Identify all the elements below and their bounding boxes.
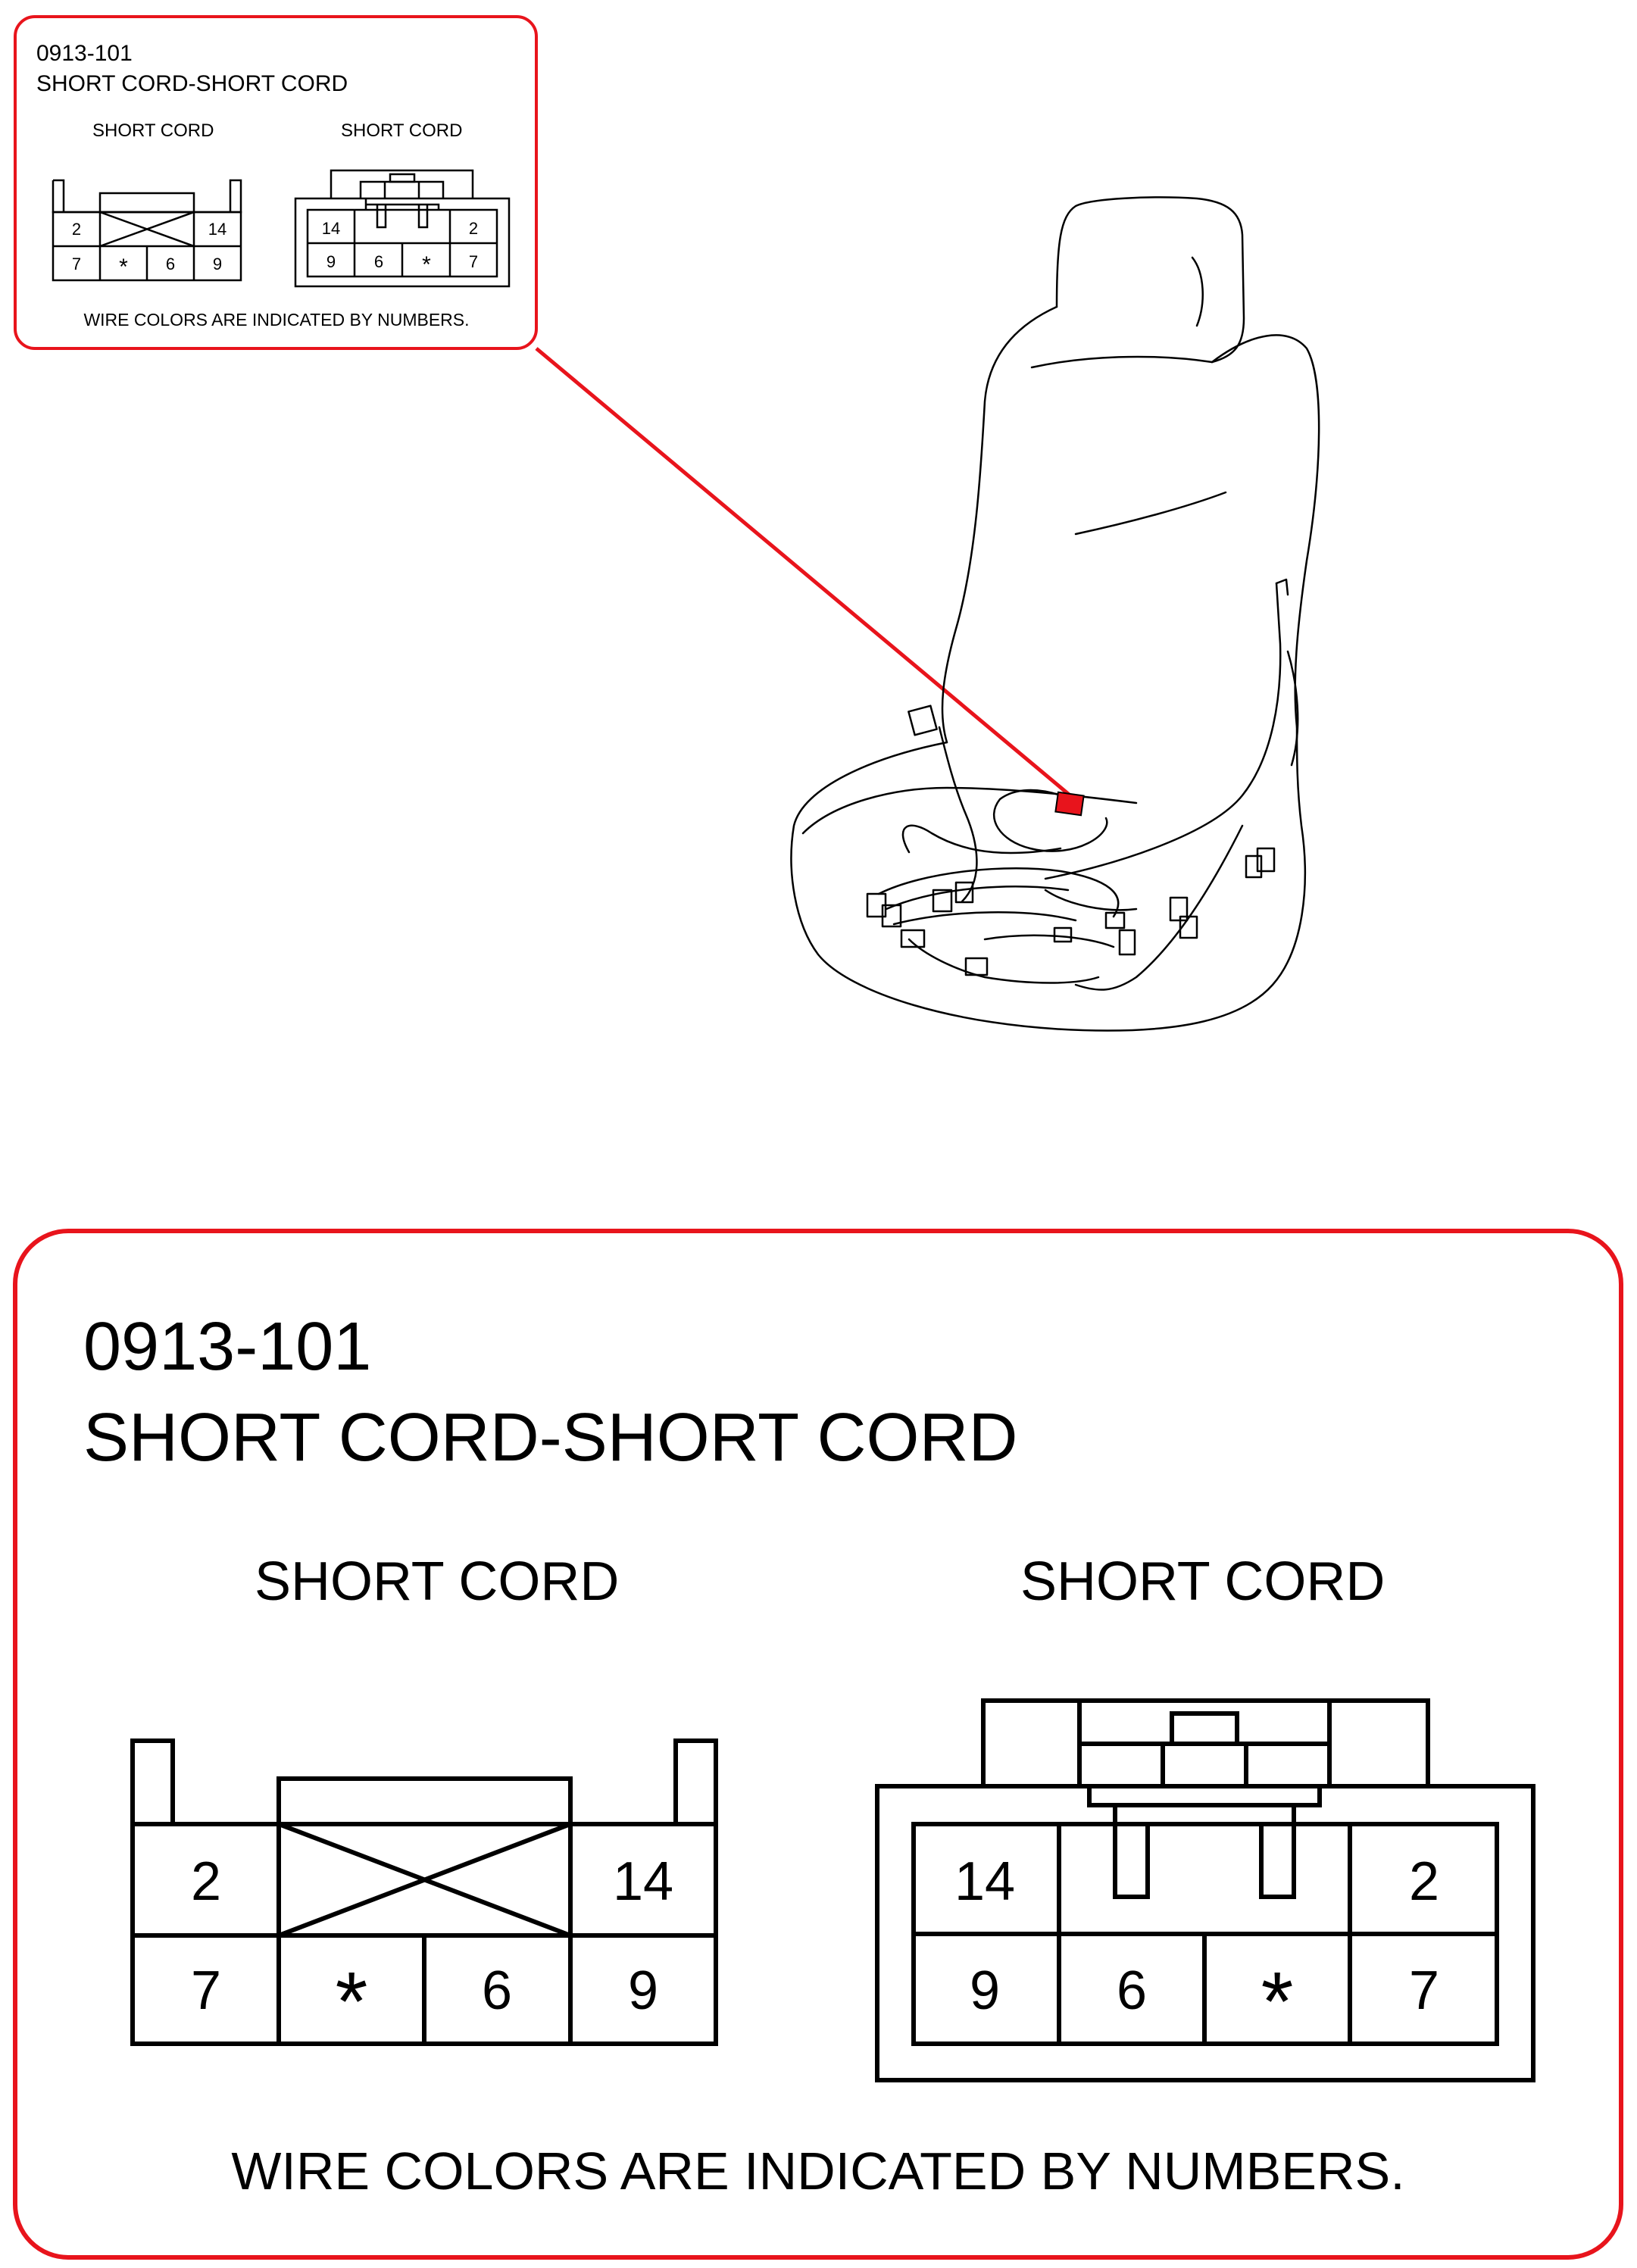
right-pin-b: 2 [1409,1851,1439,1912]
leader-line [535,347,1073,798]
right-pin-d: 6 [1117,1960,1147,2021]
right-pin-a: 14 [954,1851,1015,1912]
connector-title: SHORT CORD-SHORT CORD [83,1400,1017,1476]
small-left-pin-b: 14 [208,220,226,239]
small-left-pin-d: * [119,255,128,280]
small-right-pin-f: 7 [469,252,478,271]
right-pin-f: 7 [1409,1960,1439,2021]
right-pin-c: 9 [970,1960,1000,2021]
small-right-pin-d: 6 [374,252,383,271]
seat-illustration [790,196,1320,1032]
small-left-connector [52,179,242,282]
right-connector-label: SHORT CORD [1020,1551,1385,1612]
small-left-pin-c: 7 [72,255,81,273]
small-right-pin-a: 14 [322,219,340,238]
small-note: WIRE COLORS ARE INDICATED BY NUMBERS. [83,310,469,330]
small-left-pin-e: 6 [166,255,175,273]
small-right-connector [294,169,511,288]
small-right-label: SHORT CORD [341,120,462,141]
left-pin-f: 9 [628,1960,658,2021]
small-callout-frame [14,15,538,350]
small-right-pin-b: 2 [469,219,478,238]
small-left-label: SHORT CORD [92,120,214,141]
small-left-pin-a: 2 [72,220,81,239]
small-right-pin-c: 9 [326,252,336,271]
small-connector-id: 0913-101 [36,41,133,66]
left-connector [130,1738,718,2046]
right-pin-e: * [1261,1955,1294,2048]
large-callout-frame [13,1229,1623,2260]
left-pin-e: 6 [482,1960,512,2021]
large-callout: 0913-101 SHORT CORD-SHORT CORD SHORT COR… [13,1229,1623,2260]
highlighted-connector [1054,791,1085,817]
left-pin-b: 14 [613,1851,673,1912]
small-right-pin-e: * [422,252,431,277]
connector-id: 0913-101 [83,1309,371,1385]
left-connector-label: SHORT CORD [255,1551,619,1612]
small-left-pin-f: 9 [213,255,222,273]
right-connector [875,1698,1535,2082]
left-pin-a: 2 [191,1851,221,1912]
small-callout: 0913-101 SHORT CORD-SHORT CORD SHORT COR… [14,15,1073,798]
left-pin-c: 7 [191,1960,221,2021]
small-connector-title: SHORT CORD-SHORT CORD [36,71,348,96]
note: WIRE COLORS ARE INDICATED BY NUMBERS. [231,2141,1404,2201]
left-pin-d: * [336,1955,368,2048]
